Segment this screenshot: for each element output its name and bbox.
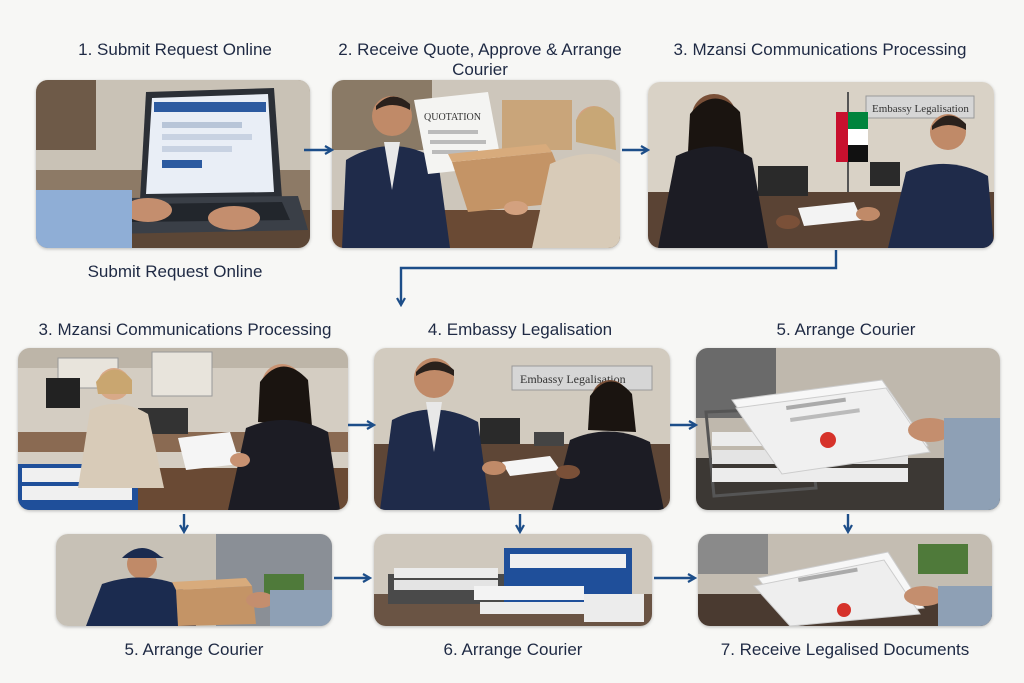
photo-processing-desk: [18, 348, 348, 510]
photo-document-stack: [696, 348, 1000, 510]
step-1-caption: Submit Request Online: [87, 262, 263, 281]
embassy-sign-top: Embassy Legalisation: [872, 103, 969, 115]
step-6-caption: 6. Arrange Courier: [443, 640, 583, 659]
photo-laptop-request: [36, 80, 310, 248]
photo-embassy-legalisation: Embassy Legalisation: [374, 348, 670, 510]
photo-quote-handover: QUOTATION: [332, 80, 620, 248]
step-7-caption: 7. Receive Legalised Documents: [720, 640, 970, 659]
step-4-title: 4. Embassy Legalisation: [427, 320, 613, 339]
step-5-title: 5. Arrange Courier: [776, 320, 916, 339]
step-3-title: 3. Mzansi Communications Processing: [673, 40, 967, 59]
quotation-label: QUOTATION: [424, 112, 481, 123]
step-5b-caption: 5. Arrange Courier: [124, 640, 264, 659]
photo-binders: [374, 534, 652, 626]
photo-courier: [56, 534, 332, 626]
arrow-3-to-row2: [401, 250, 838, 304]
embassy-sign-bottom: Embassy Legalisation: [520, 372, 626, 386]
photo-processing-office: Embassy Legalisation: [648, 82, 994, 248]
step-3b-title: 3. Mzansi Communications Processing: [38, 320, 332, 339]
step-1-title: 1. Submit Request Online: [78, 40, 272, 59]
photo-received-documents: [698, 534, 992, 626]
step-2-title: 2. Receive Quote, Approve & Arrange Cour…: [338, 40, 622, 79]
